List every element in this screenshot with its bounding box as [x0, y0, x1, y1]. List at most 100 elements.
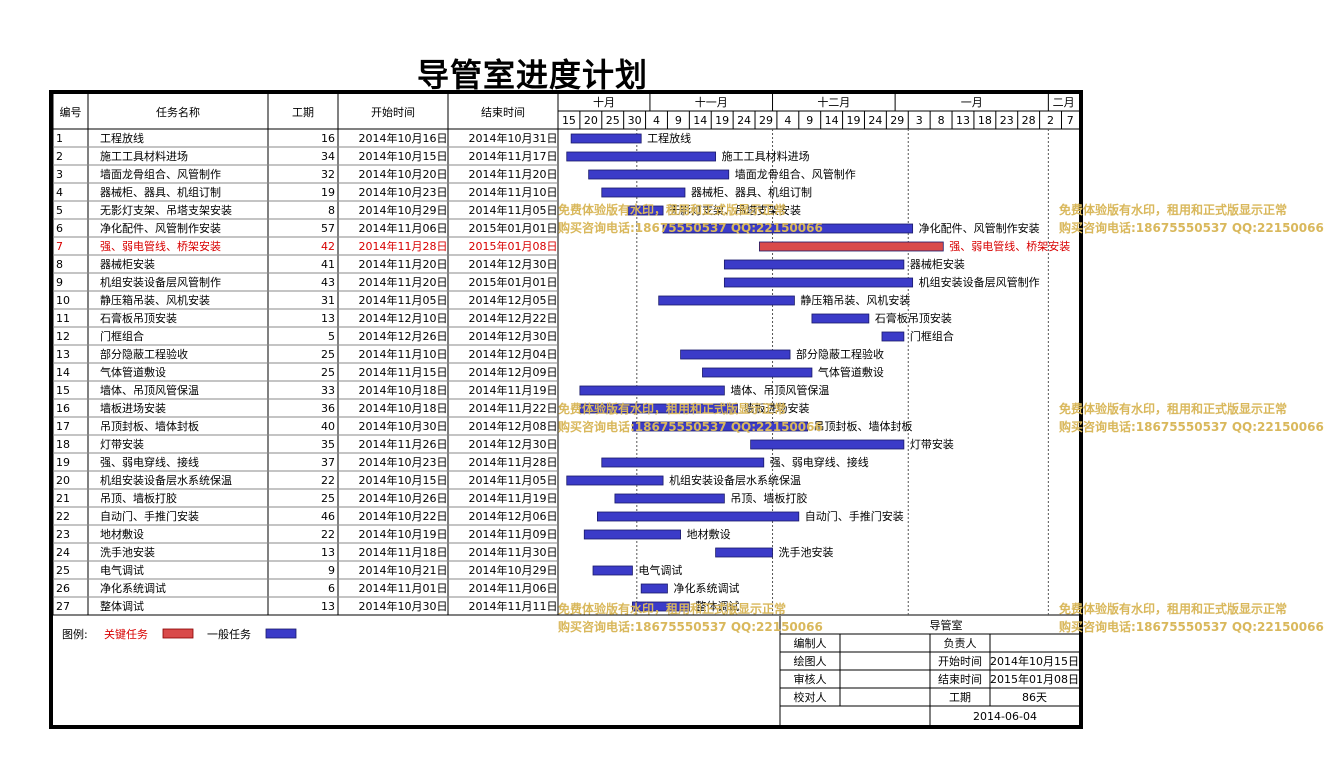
task-id: 2 — [56, 150, 63, 163]
tick-label: 4 — [784, 114, 791, 127]
task-name: 机组安装设备层水系统保温 — [100, 473, 232, 487]
task-bar — [680, 349, 791, 360]
task-bar-label: 门框组合 — [910, 329, 954, 343]
tick-label: 29 — [890, 114, 904, 127]
task-end: 2014年11月20日 — [469, 167, 558, 181]
legend-critical-swatch — [162, 628, 194, 639]
task-bar — [601, 457, 765, 468]
task-bar-label: 无影灯支架、吊塔支架安装 — [669, 203, 801, 217]
task-bar — [658, 295, 795, 306]
legend-label: 图例: — [62, 627, 88, 641]
task-duration: 31 — [321, 294, 335, 307]
infobox-label: 审核人 — [794, 672, 827, 686]
task-name: 施工工具材料进场 — [100, 149, 188, 163]
task-bar — [566, 475, 664, 486]
task-end: 2015年01月01日 — [469, 221, 558, 235]
watermark: 免费体验版有水印，租用和正式版显示正常 购买咨询电话:18675550537 Q… — [558, 201, 823, 237]
task-id: 1 — [56, 132, 63, 145]
task-name: 墙体、吊顶风管保温 — [100, 383, 199, 397]
watermark-line2: 购买咨询电话:18675550537 QQ:22150066 — [1059, 221, 1324, 235]
task-bar-label: 石膏板吊顶安装 — [875, 311, 952, 325]
tick-label: 13 — [956, 114, 970, 127]
task-start: 2014年10月15日 — [359, 149, 448, 163]
task-duration: 57 — [321, 222, 335, 235]
task-name: 洗手池安装 — [100, 545, 155, 559]
task-bar-label: 灯带安装 — [910, 437, 954, 451]
task-duration: 25 — [321, 348, 335, 361]
task-start: 2014年10月18日 — [359, 383, 448, 397]
task-bar-label: 洗手池安装 — [779, 545, 834, 559]
tick-label: 9 — [675, 114, 682, 127]
task-id: 6 — [56, 222, 63, 235]
task-end: 2014年11月06日 — [469, 581, 558, 595]
task-bar-label: 工程放线 — [647, 131, 691, 145]
task-name: 自动门、手推门安装 — [100, 509, 199, 523]
tick-label: 3 — [916, 114, 923, 127]
task-name: 净化系统调试 — [100, 581, 166, 595]
task-id: 15 — [56, 384, 70, 397]
task-bar — [750, 439, 905, 450]
task-duration: 41 — [321, 258, 335, 271]
task-end: 2014年11月11日 — [469, 599, 558, 613]
task-duration: 22 — [321, 474, 335, 487]
watermark-line2: 购买咨询电话:18675550537 QQ:22150066 — [558, 221, 823, 235]
watermark-line1: 免费体验版有水印，租用和正式版显示正常 — [1059, 402, 1288, 416]
infobox-value: 2014年10月15日 — [990, 654, 1079, 668]
task-duration: 42 — [321, 240, 335, 253]
tick-label: 20 — [584, 114, 598, 127]
task-end: 2014年10月29日 — [469, 563, 558, 577]
task-name: 器械柜、器具、机组订制 — [100, 185, 221, 199]
month-label: 十月 — [593, 95, 615, 109]
task-start: 2014年11月01日 — [359, 581, 448, 595]
task-bar-label: 吊顶封板、墙体封板 — [814, 419, 913, 433]
task-start: 2014年11月10日 — [359, 347, 448, 361]
task-end: 2014年12月30日 — [469, 437, 558, 451]
task-bar-label: 机组安装设备层水系统保温 — [669, 473, 801, 487]
task-bar-label: 部分隐蔽工程验收 — [796, 347, 884, 361]
legend-critical-label: 关键任务 — [104, 627, 148, 641]
tick-label: 7 — [1067, 114, 1074, 127]
task-end: 2015年01月01日 — [469, 275, 558, 289]
task-start: 2014年10月16日 — [359, 131, 448, 145]
tick-label: 29 — [759, 114, 773, 127]
month-label: 十二月 — [817, 95, 850, 109]
task-id: 25 — [56, 564, 70, 577]
task-start: 2014年10月15日 — [359, 473, 448, 487]
critical-task-bar — [758, 241, 944, 252]
task-name: 墙面龙骨组合、风管制作 — [100, 167, 221, 181]
task-duration: 5 — [328, 330, 335, 343]
task-id: 11 — [56, 312, 70, 325]
task-id: 19 — [56, 456, 70, 469]
task-bar — [592, 565, 633, 576]
header-end: 结束时间 — [481, 106, 525, 119]
task-bar — [579, 385, 725, 396]
task-bar — [723, 277, 914, 288]
month-label: 二月 — [1053, 96, 1075, 109]
tick-label: 23 — [1000, 114, 1014, 127]
header-start: 开始时间 — [371, 105, 415, 119]
task-id: 12 — [56, 330, 70, 343]
task-id: 18 — [56, 438, 70, 451]
task-end: 2014年11月19日 — [469, 491, 558, 505]
task-bar — [566, 151, 717, 162]
watermark-line1: 免费体验版有水印，租用和正式版显示正常 — [1059, 203, 1288, 217]
task-bar-label: 自动门、手推门安装 — [805, 509, 904, 523]
task-name: 电气调试 — [100, 563, 144, 577]
task-bar-label: 强、弱电管线、桥架安装 — [949, 239, 1070, 253]
task-name: 灯带安装 — [100, 437, 144, 451]
task-start: 2014年11月28日 — [359, 239, 448, 253]
task-name: 净化配件、风管制作安装 — [100, 221, 221, 235]
task-id: 13 — [56, 348, 70, 361]
task-name: 地材敷设 — [100, 527, 144, 541]
legend-normal-label: 一般任务 — [207, 628, 251, 641]
task-bar — [715, 547, 773, 558]
watermark-line1: 免费体验版有水印，租用和正式版显示正常 — [558, 602, 787, 616]
task-start: 2014年11月06日 — [359, 221, 448, 235]
task-id: 5 — [56, 204, 63, 217]
task-id: 20 — [56, 474, 70, 487]
infobox-date: 2014-06-04 — [973, 710, 1037, 723]
tick-label: 30 — [628, 114, 642, 127]
watermark: 免费体验版有水印，租用和正式版显示正常 购买咨询电话:18675550537 Q… — [558, 600, 823, 636]
task-id: 24 — [56, 546, 70, 559]
task-bar — [579, 403, 738, 414]
